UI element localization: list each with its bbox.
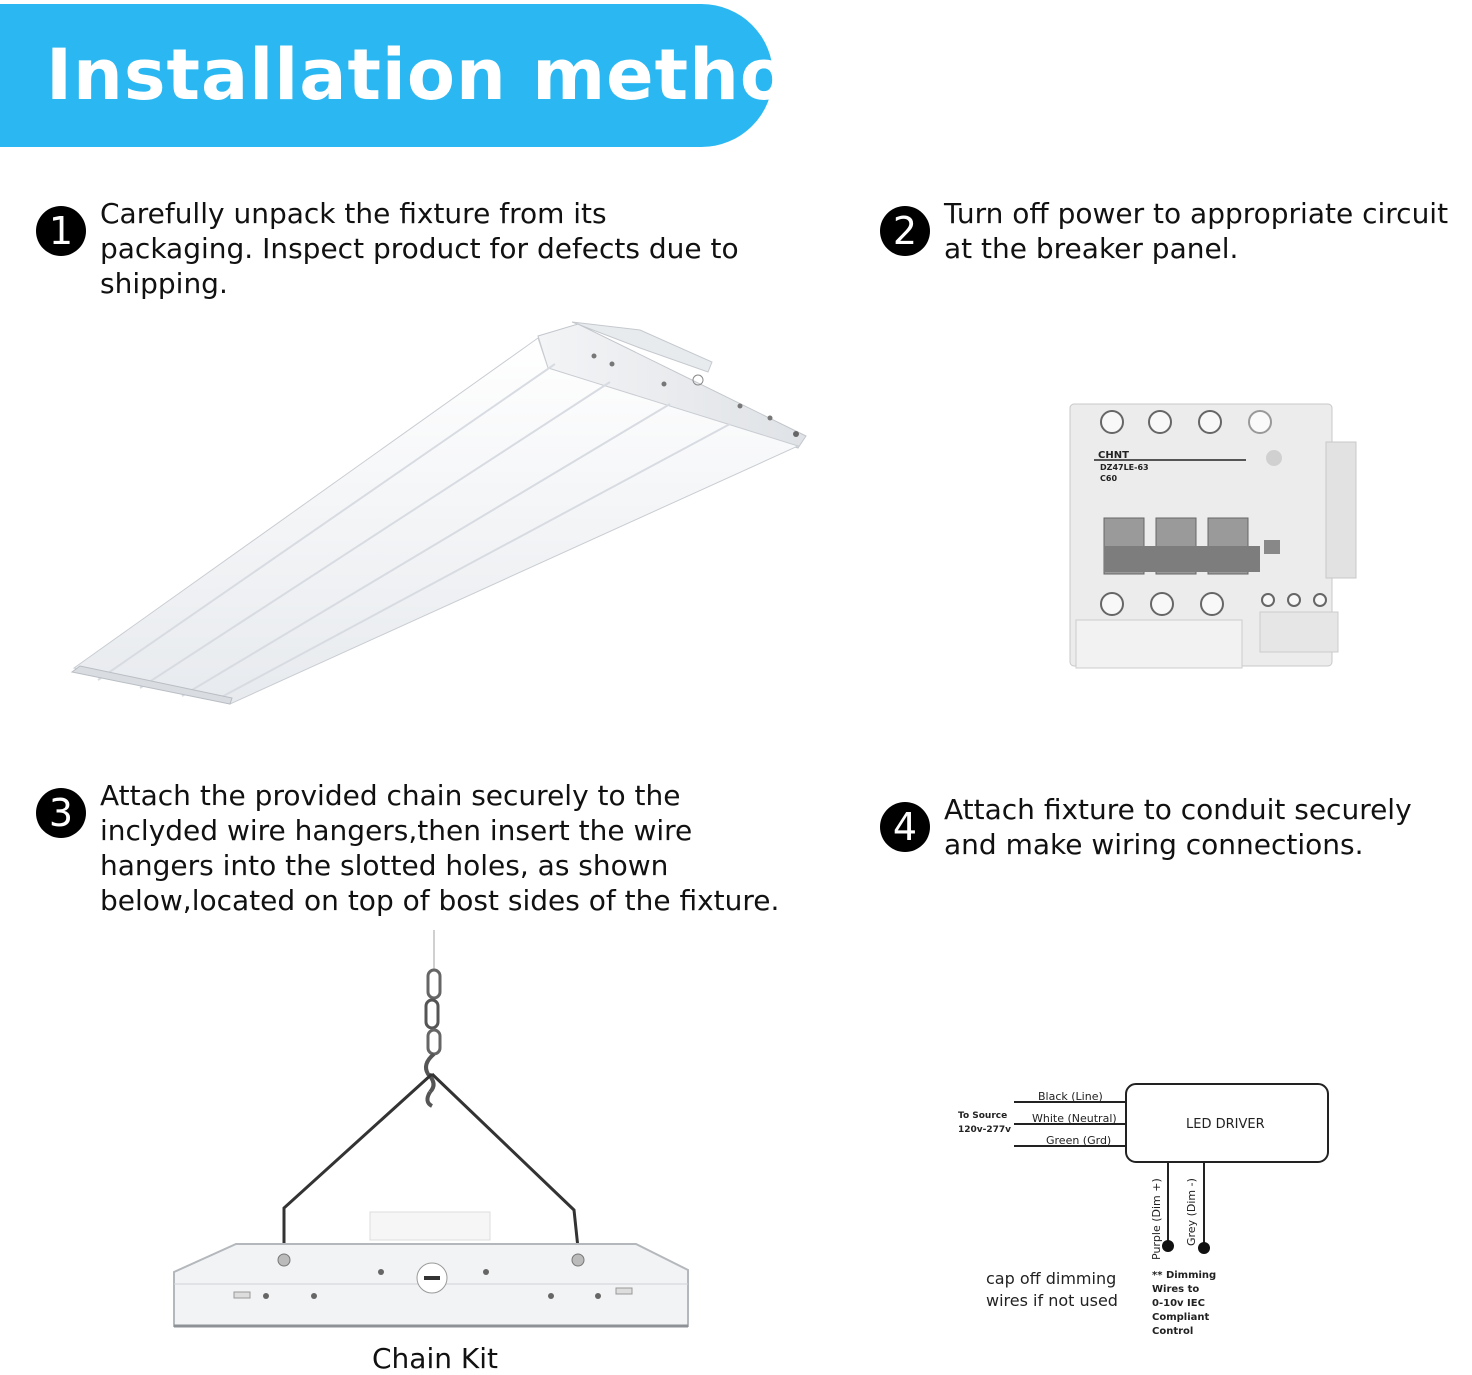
cap-note-line-1: cap off dimming [986,1269,1116,1288]
step-2-text: Turn off power to appropriate circuit at… [944,197,1449,265]
grey-wire-cap [1198,1242,1210,1254]
dim-note-line-2: Wires to [1152,1284,1199,1295]
dim-note-line-3: 0-10v IEC [1152,1298,1205,1309]
step-4-text: Attach fixture to conduit securely and m… [944,793,1412,861]
title-banner: Installation method [0,4,839,147]
purple-wire-cap [1162,1240,1174,1252]
page-title: Installation method [46,34,841,116]
cap-note-line-2: wires if not used [986,1291,1118,1310]
step-number-4: 4 [880,802,930,852]
chain-kit-caption: Chain Kit [372,1342,498,1375]
dim-note-line-1: ** Dimming [1152,1270,1216,1281]
step-3-text: Attach the provided chain securely to th… [100,779,780,917]
step-2: 2 Turn off power to appropriate circuit … [880,196,1472,266]
step-1: 1 Carefully unpack the fixture from its … [36,196,756,301]
breaker-brand: CHNT [1098,450,1129,461]
wire-purple-label: Purple (Dim +) [1150,1178,1163,1260]
wire-grey-label: Grey (Dim -) [1185,1178,1198,1246]
chain-kit-image [173,930,689,1328]
dim-note-line-4: Compliant [1152,1312,1210,1323]
wire-black-label: Black (Line) [1038,1090,1103,1103]
step-number-2: 2 [880,206,930,256]
voltage-label: 120v-277v [958,1125,1011,1135]
step-number-3: 3 [36,788,86,838]
step-number-1: 1 [36,206,86,256]
led-driver-label: LED DRIVER [1186,1117,1265,1132]
wire-green-label: Green (Grd) [1046,1134,1111,1147]
circuit-breaker-image: CHNT DZ47LE-63 C60 [1069,403,1357,669]
wire-white-label: White (Neutral) [1032,1112,1117,1125]
step-3: 3 Attach the provided chain securely to … [36,778,796,918]
breaker-model: DZ47LE-63 [1100,463,1149,472]
breaker-rating: C60 [1100,474,1117,483]
dim-note-line-5: Control [1152,1326,1193,1337]
step-1-text: Carefully unpack the fixture from its pa… [100,197,739,300]
wiring-diagram: LED DRIVER Black (Line) White (Neutral) … [958,1083,1329,1337]
step-4: 4 Attach fixture to conduit securely and… [880,792,1472,862]
source-label: To Source [958,1111,1007,1121]
screw-icon [1100,410,1222,434]
